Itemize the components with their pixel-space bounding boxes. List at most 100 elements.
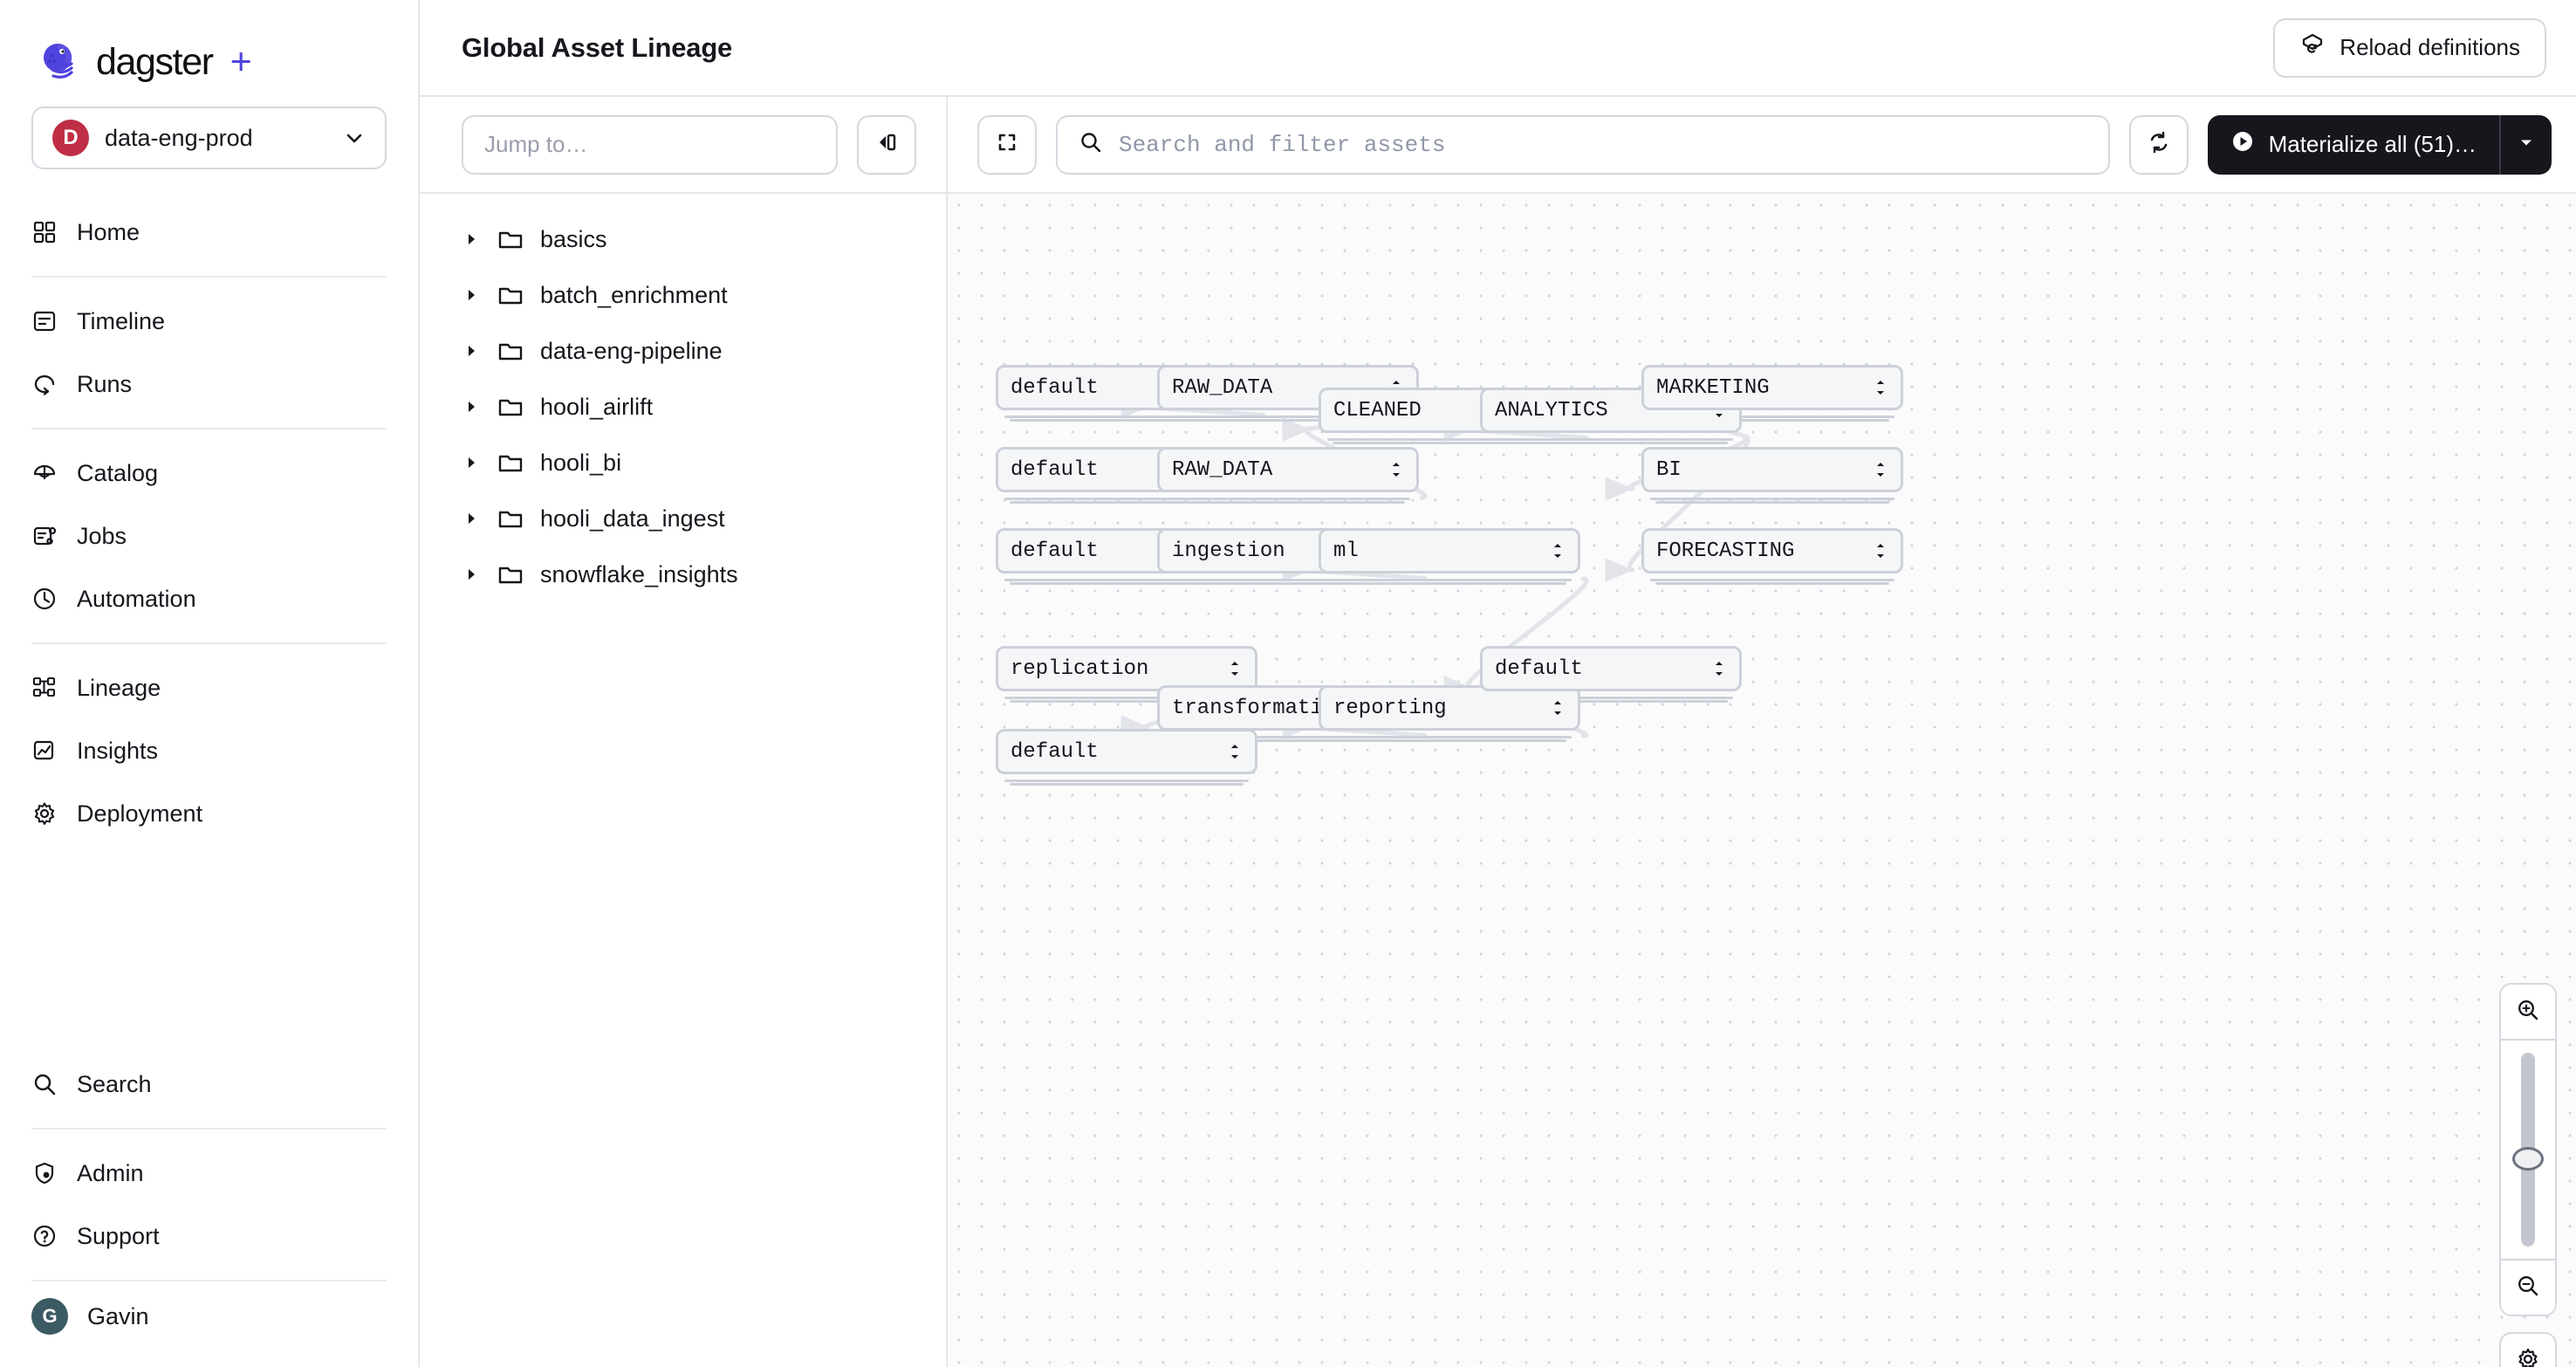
node-stack-line (1010, 501, 1243, 504)
search-input[interactable] (1119, 131, 2087, 158)
gear-icon (2515, 1346, 2541, 1367)
sidebar-item-deployment[interactable]: Deployment (0, 782, 418, 845)
asset-group-node[interactable]: RAW_DATA (1157, 447, 1419, 492)
asset-group-node[interactable]: reporting (1319, 685, 1580, 731)
stepper-updown-icon[interactable] (1550, 696, 1565, 720)
asset-search-field[interactable] (1056, 114, 2110, 175)
zoom-out-icon (2515, 1273, 2541, 1303)
folder-icon (497, 225, 524, 253)
node-stack-line (1010, 419, 1243, 422)
nav-divider (31, 642, 387, 644)
caret-right-icon[interactable] (462, 341, 481, 361)
sidebar-item-timeline[interactable]: Timeline (0, 290, 418, 353)
asset-group-node[interactable]: default (996, 729, 1257, 774)
caret-right-icon[interactable] (462, 285, 481, 305)
sidebar-item-label: Timeline (77, 307, 166, 334)
catalog-umbrella-icon (31, 460, 58, 486)
deployment-avatar: D (52, 120, 89, 156)
node-stack-line (1489, 438, 1733, 441)
asset-group-node-label: default (1011, 739, 1099, 764)
asset-group-node-label: FORECASTING (1656, 539, 1795, 563)
stepper-updown-icon[interactable] (1873, 375, 1888, 400)
asset-group-node[interactable]: ml (1319, 528, 1580, 574)
sidebar-item-catalog[interactable]: Catalog (0, 442, 418, 505)
user-menu[interactable]: G Gavin (0, 1281, 418, 1351)
list-item[interactable]: batch_enrichment (420, 267, 946, 323)
sidebar-item-runs[interactable]: Runs (0, 353, 418, 416)
list-item[interactable]: data-eng-pipeline (420, 323, 946, 379)
search-icon (31, 1071, 58, 1097)
sidebar-item-label: Jobs (77, 522, 127, 549)
list-item[interactable]: basics (420, 211, 946, 267)
sidebar-item-support[interactable]: Support (0, 1205, 418, 1267)
sidebar-item-automation[interactable]: Automation (0, 567, 418, 630)
materialize-main[interactable]: Materialize all (51)… (2208, 114, 2501, 175)
caret-right-icon[interactable] (462, 565, 481, 584)
nav-group-runs: Timeline Runs (0, 278, 418, 428)
sidebar-item-jobs[interactable]: Jobs (0, 505, 418, 567)
asset-group-tree: basics batch_enrichment (420, 194, 948, 1367)
stepper-updown-icon[interactable] (1550, 539, 1565, 563)
asset-group-node-label: RAW_DATA (1172, 375, 1273, 400)
asset-group-node[interactable]: default (1480, 646, 1742, 691)
caret-right-icon[interactable] (462, 453, 481, 472)
asset-group-node[interactable]: replication (996, 646, 1257, 691)
zoom-slider[interactable] (2501, 1041, 2555, 1259)
node-stack-line (1166, 498, 1410, 500)
sidebar-item-search[interactable]: Search (0, 1053, 418, 1116)
zoom-stack (2499, 983, 2557, 1316)
caret-right-icon[interactable] (462, 509, 481, 528)
list-item[interactable]: hooli_bi (420, 435, 946, 491)
graph-settings-button[interactable] (2499, 1332, 2557, 1367)
materialize-dropdown-button[interactable] (2501, 115, 2552, 175)
zoom-in-button[interactable] (2501, 985, 2555, 1039)
materialize-all-button[interactable]: Materialize all (51)… (2207, 114, 2552, 175)
list-item[interactable]: snowflake_insights (420, 546, 946, 602)
stepper-updown-icon[interactable] (1873, 539, 1888, 563)
folder-icon (497, 560, 524, 588)
nav-group-lineage: Lineage Insights (0, 644, 418, 857)
jobs-icon (31, 523, 58, 549)
node-stack-line (1171, 582, 1405, 585)
stepper-updown-icon[interactable] (1227, 739, 1243, 764)
sidebar-item-home[interactable]: Home (0, 201, 418, 264)
toolbar-right: Materialize all (51)… (948, 97, 2576, 192)
zoom-slider-thumb[interactable] (2512, 1147, 2544, 1171)
stepper-updown-icon[interactable] (1711, 656, 1727, 681)
folder-icon (497, 393, 524, 421)
fullscreen-button[interactable] (977, 114, 1037, 175)
reload-definitions-button[interactable]: Reload definitions (2273, 17, 2546, 78)
asset-group-node[interactable]: BI (1641, 447, 1903, 492)
node-stack-line (1004, 498, 1249, 500)
zoom-controls (2499, 983, 2557, 1367)
zoom-out-button[interactable] (2501, 1261, 2555, 1315)
list-item[interactable]: hooli_airlift (420, 379, 946, 435)
sidebar-item-insights[interactable]: Insights (0, 719, 418, 782)
sidebar-item-admin[interactable]: Admin (0, 1142, 418, 1205)
sidebar-item-label: Insights (77, 737, 159, 764)
asset-group-node[interactable]: FORECASTING (1641, 528, 1903, 574)
brand-logo[interactable]: dagster + (0, 0, 418, 91)
jump-to-input[interactable] (462, 114, 838, 175)
stepper-updown-icon[interactable] (1873, 457, 1888, 482)
stepper-updown-icon[interactable] (1388, 457, 1404, 482)
collapse-panel-button[interactable] (857, 114, 916, 175)
brand-name: dagster (96, 40, 214, 83)
caret-right-icon[interactable] (462, 230, 481, 249)
sidebar-item-lineage[interactable]: Lineage (0, 656, 418, 719)
folder-icon (497, 281, 524, 309)
refresh-button[interactable] (2128, 114, 2189, 175)
asset-group-node[interactable]: MARKETING (1641, 365, 1903, 410)
stepper-updown-icon[interactable] (1227, 656, 1243, 681)
deployment-selector[interactable]: D data-eng-prod (31, 106, 387, 169)
nav-group-search: Search (0, 1041, 418, 1128)
nav-group-home: Home (0, 189, 418, 276)
asset-group-node-label: CLEANED (1333, 398, 1422, 422)
list-item[interactable]: hooli_data_ingest (420, 491, 946, 546)
caret-right-icon[interactable] (462, 397, 481, 416)
asset-group-node-label: BI (1656, 457, 1682, 482)
node-stack-line (1333, 582, 1566, 585)
nav-divider (31, 1280, 387, 1281)
